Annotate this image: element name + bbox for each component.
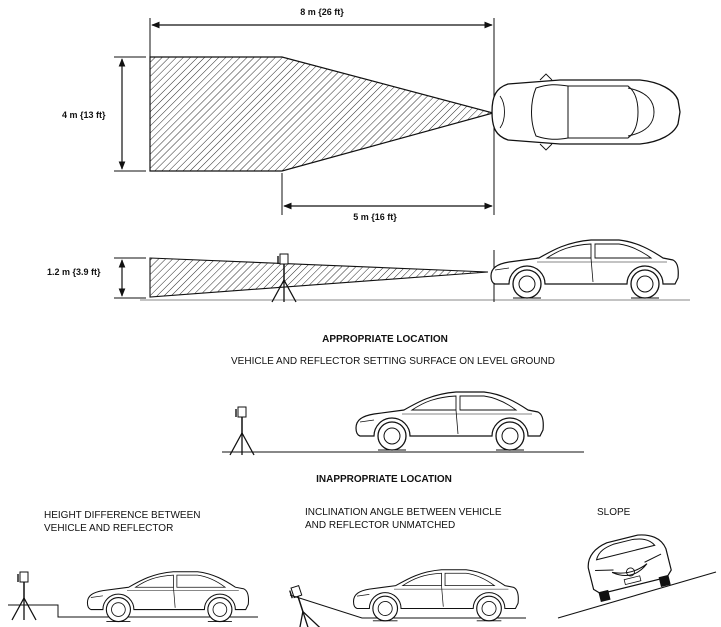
- case1-caption-line1: HEIGHT DIFFERENCE BETWEEN: [44, 510, 201, 521]
- height-label: 1.2 m {3.9 ft}: [47, 267, 101, 277]
- reflector-tripod: [282, 582, 322, 627]
- inclination-unmatched-example: [282, 569, 526, 627]
- slope-example: [557, 534, 717, 619]
- width-label: 4 m {13 ft}: [62, 110, 106, 120]
- slope-caption: SLOPE: [597, 507, 631, 518]
- detection-beam-side: [149, 257, 489, 298]
- case2-caption-line1: INCLINATION ANGLE BETWEEN VEHICLE: [305, 507, 502, 518]
- appropriate-example: [222, 391, 584, 456]
- offset-label: 5 m {16 ft}: [353, 212, 397, 222]
- appropriate-caption: VEHICLE AND REFLECTOR SETTING SURFACE ON…: [231, 356, 555, 367]
- side-view: 1.2 m {3.9 ft}: [47, 239, 690, 303]
- vehicle-lower: [86, 571, 250, 623]
- vehicle-level: [355, 391, 544, 451]
- detection-zone: [149, 56, 496, 172]
- case1-caption-line2: VEHICLE AND REFLECTOR: [44, 523, 173, 534]
- height-difference-example: [8, 571, 258, 623]
- vehicle-top-view: [491, 73, 681, 151]
- length-label: 8 m {26 ft}: [300, 7, 344, 17]
- inappropriate-heading: INAPPROPRIATE LOCATION: [316, 474, 452, 485]
- vehicle-side-view: [490, 239, 679, 299]
- reflector-tripod: [229, 406, 255, 456]
- top-view: 8 m {26 ft} 4 m {13 ft} 5 m {16 ft}: [62, 7, 681, 222]
- case2-caption-line2: AND REFLECTOR UNMATCHED: [305, 520, 455, 531]
- reflector-tripod: [11, 571, 37, 621]
- appropriate-heading: APPROPRIATE LOCATION: [322, 334, 448, 345]
- vehicle-front-view: [587, 534, 672, 602]
- vehicle-flat: [352, 569, 519, 622]
